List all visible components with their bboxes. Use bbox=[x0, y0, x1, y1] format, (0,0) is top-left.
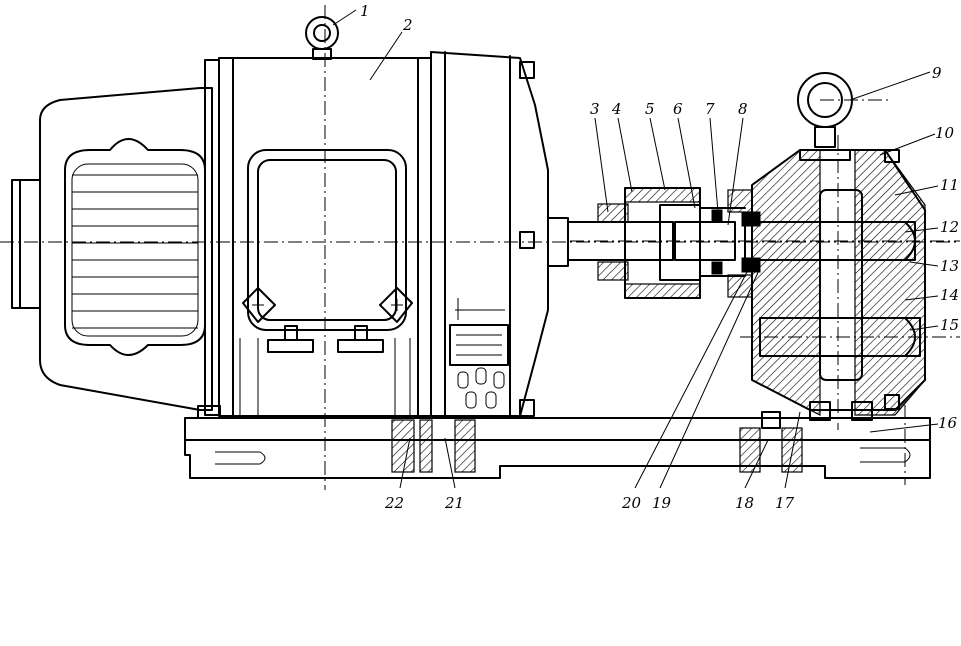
callout-5: 5 bbox=[645, 100, 655, 118]
callout-16: 16 bbox=[938, 414, 958, 432]
callout-15: 15 bbox=[940, 316, 959, 334]
flange-housing bbox=[430, 51, 569, 417]
callout-11: 11 bbox=[940, 176, 959, 194]
callout-12: 12 bbox=[940, 218, 959, 236]
leader-lines bbox=[332, 9, 939, 489]
callout-4: 4 bbox=[611, 100, 622, 118]
callout-labels: 1 2 3 4 5 6 7 8 9 10 11 12 13 14 15 16 1… bbox=[360, 2, 959, 512]
callout-13: 13 bbox=[940, 257, 959, 275]
motor bbox=[11, 16, 432, 419]
base-frame bbox=[184, 417, 931, 479]
callout-8: 8 bbox=[738, 100, 748, 118]
callout-19: 19 bbox=[652, 494, 672, 512]
callout-2: 2 bbox=[402, 16, 413, 34]
callout-20: 20 bbox=[621, 494, 642, 512]
callout-21: 21 bbox=[444, 494, 464, 512]
callout-1: 1 bbox=[360, 2, 370, 20]
callout-7: 7 bbox=[705, 100, 715, 118]
callout-3: 3 bbox=[590, 100, 600, 118]
callout-18: 18 bbox=[735, 494, 754, 512]
callout-17: 17 bbox=[775, 494, 795, 512]
center-lines bbox=[0, 5, 960, 490]
gear-pump bbox=[727, 72, 926, 429]
callout-14: 14 bbox=[940, 286, 959, 304]
callout-6: 6 bbox=[673, 100, 683, 118]
callout-22: 22 bbox=[384, 494, 404, 512]
coupling bbox=[567, 187, 746, 299]
callout-9: 9 bbox=[932, 64, 942, 82]
callout-10: 10 bbox=[935, 124, 955, 142]
